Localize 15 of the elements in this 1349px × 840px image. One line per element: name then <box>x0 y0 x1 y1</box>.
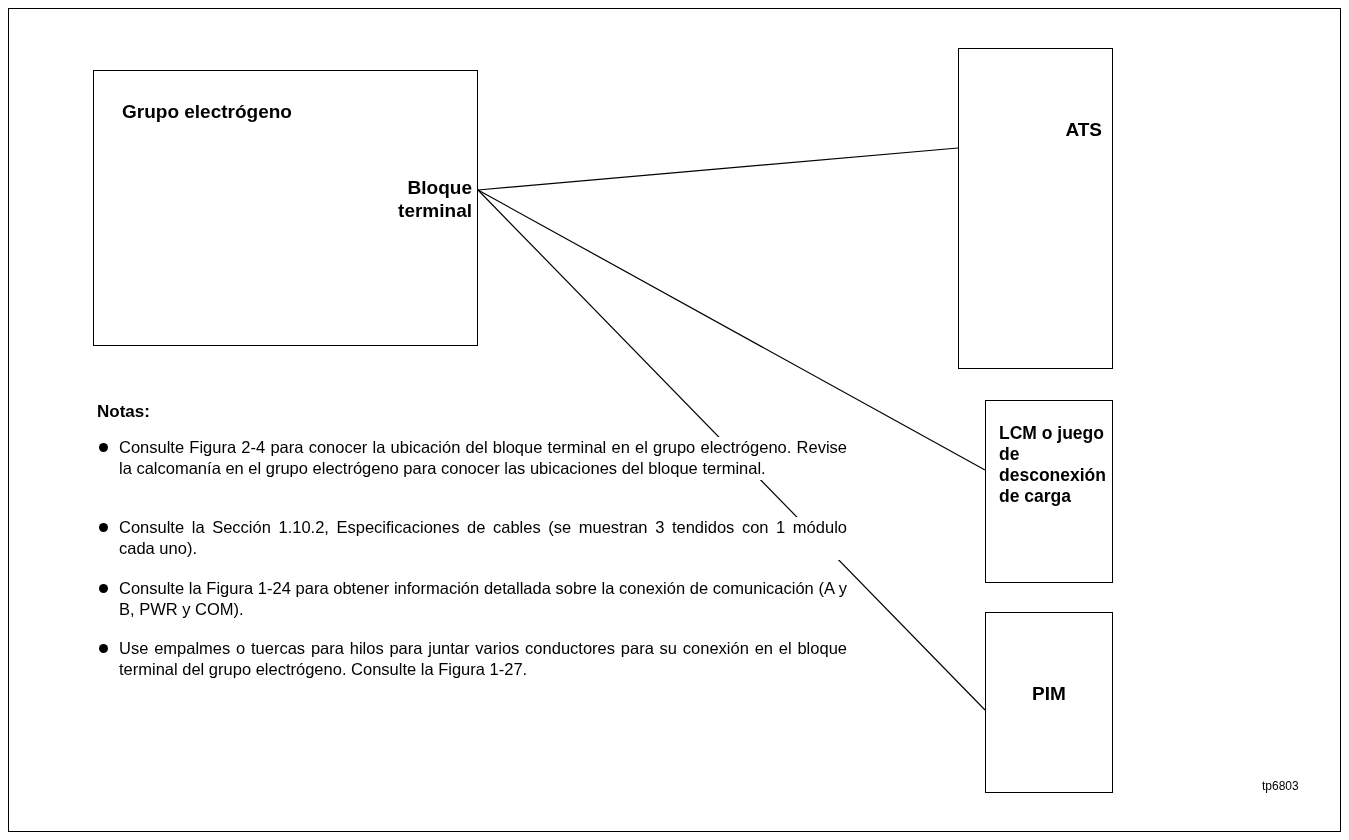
component-box <box>958 48 1113 369</box>
node-label: Bloque terminal <box>397 177 472 223</box>
component-box <box>985 400 1113 583</box>
node-label: Grupo electrógeno <box>122 101 293 124</box>
node-label: PIM <box>1031 683 1067 706</box>
component-box <box>985 612 1113 793</box>
connection-line <box>477 189 986 471</box>
component-box <box>93 70 478 346</box>
node-label: ATS <box>1064 119 1102 142</box>
figure-code: tp6803 <box>1262 779 1299 793</box>
node-label: LCM o juego de desconexión de carga <box>999 423 1107 507</box>
note-text: Consulte Figura 2-4 para conocer la ubicación del bloque terminal en el grupo electrógeno. Revise la calcomanía en el grupo electrógeno para conocer las ubicaciones del bloque terminal. <box>119 437 847 480</box>
connection-line <box>477 147 959 191</box>
note-text: Consulte la Sección 1.10.2, Especificaciones de cables (se muestran 3 tendidos con 1 módulo cada uno). <box>119 517 847 560</box>
notes-heading: Notas: <box>97 402 150 422</box>
